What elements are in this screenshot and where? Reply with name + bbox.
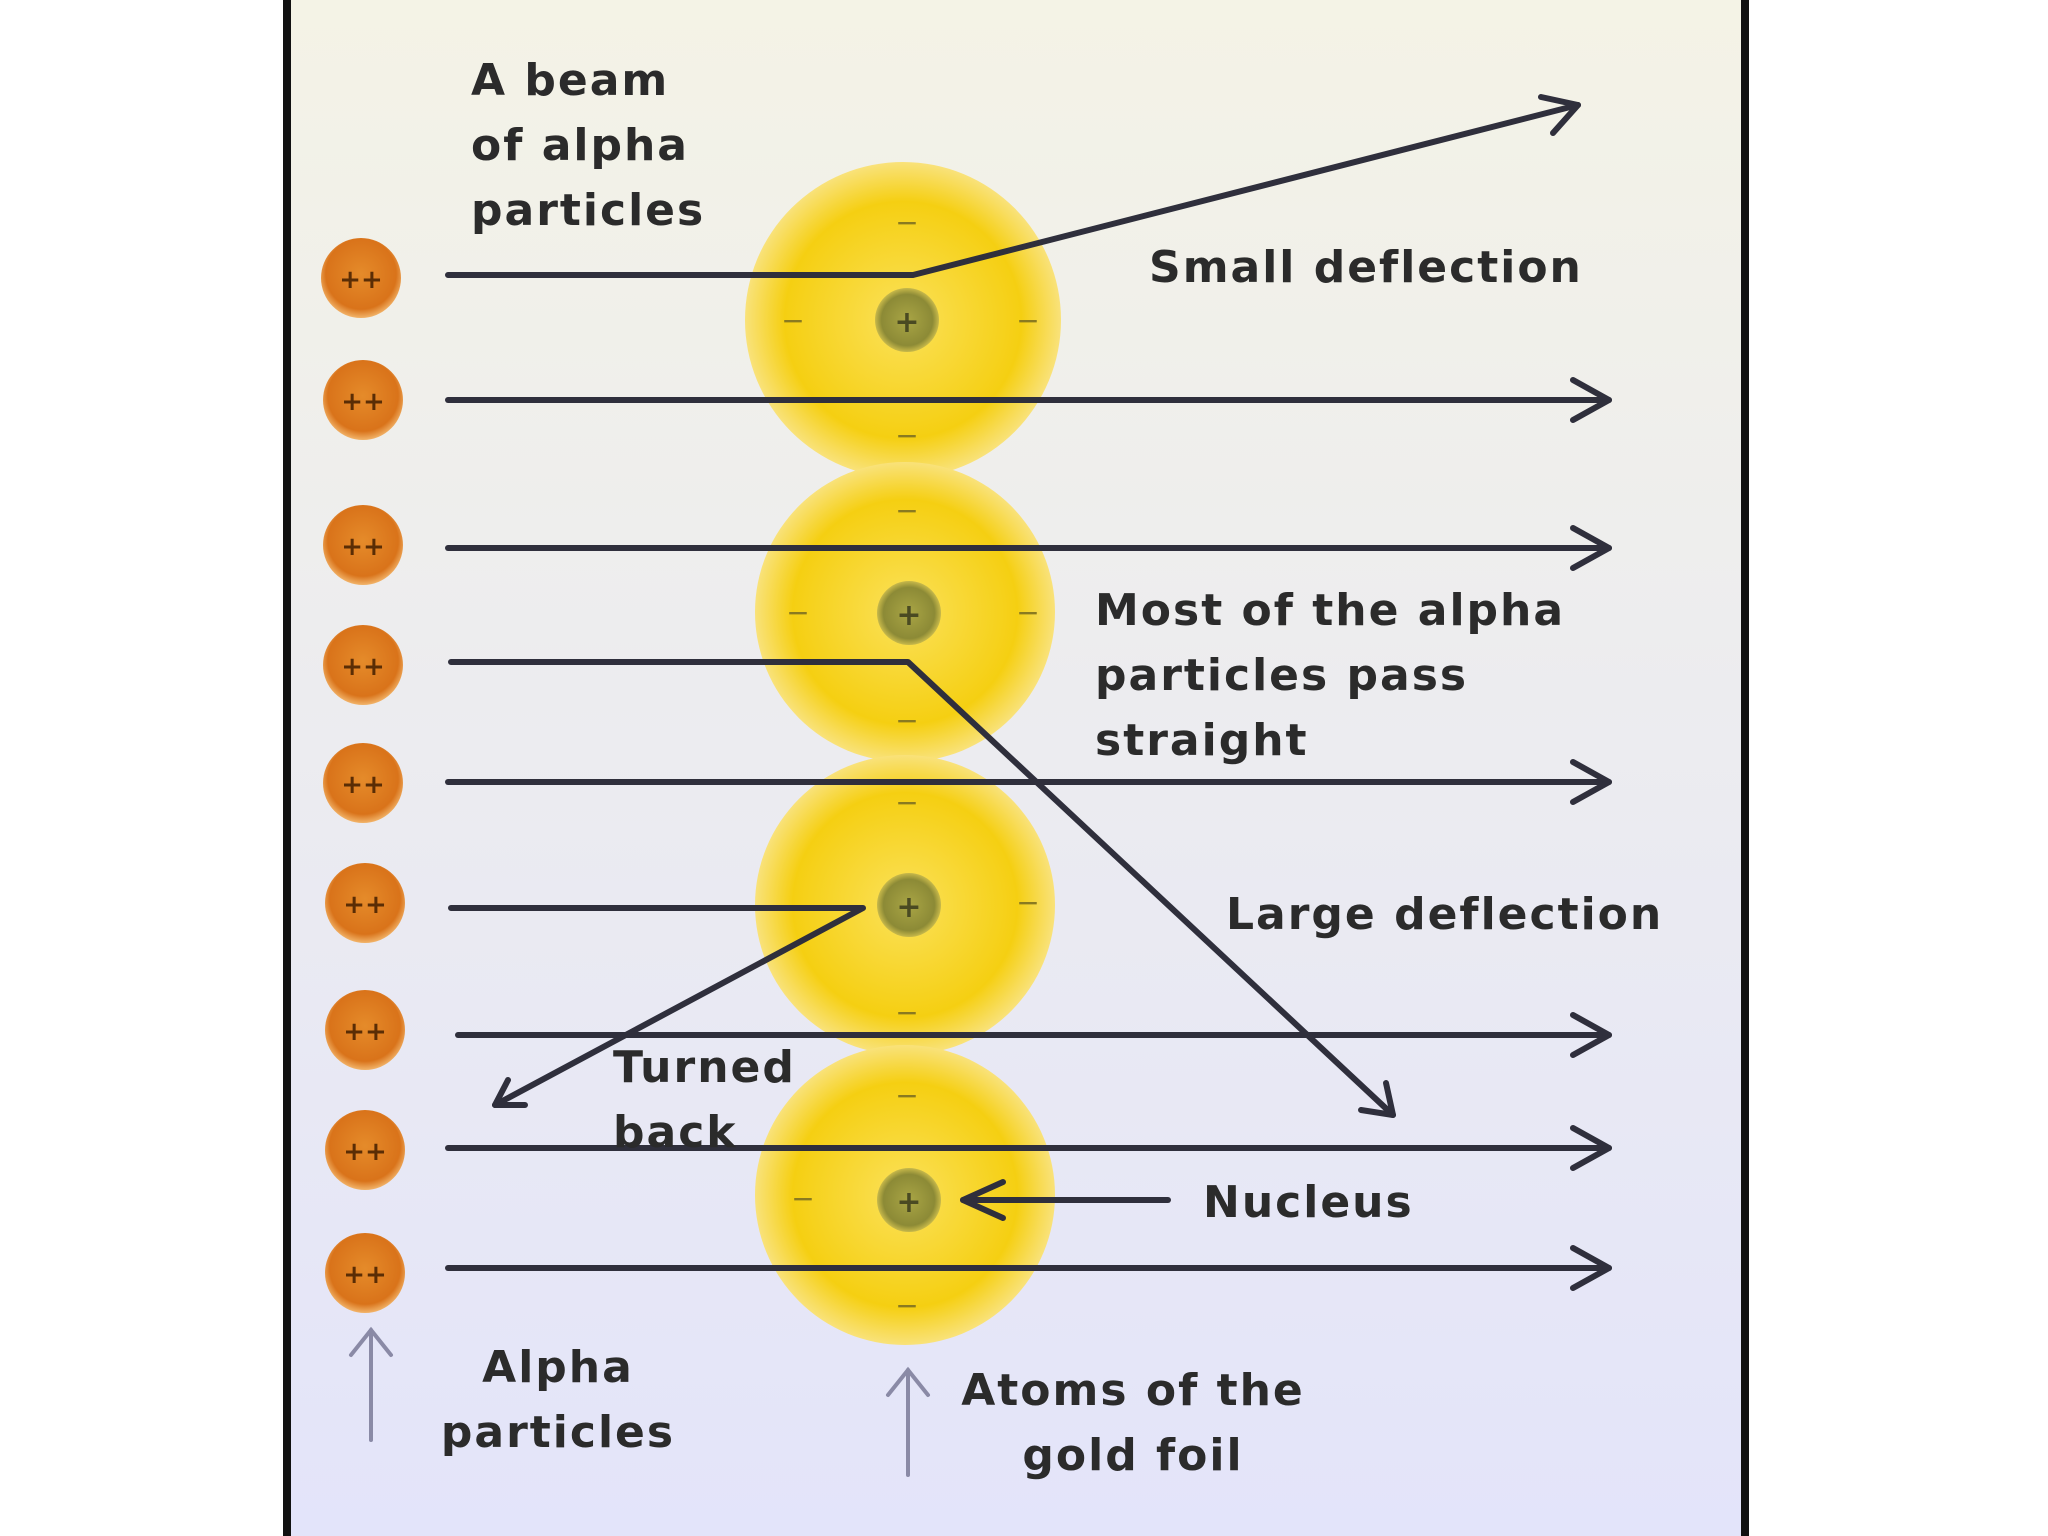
- arrowhead: [1358, 1080, 1396, 1118]
- electron-sign: −: [791, 1182, 814, 1215]
- electron-sign: −: [895, 704, 918, 737]
- nucleus-1: [875, 288, 939, 352]
- arrowhead: [1570, 1245, 1612, 1291]
- label-alpha-particles: Alpha particles: [440, 1342, 676, 1458]
- electron-sign: −: [1016, 596, 1039, 629]
- electron-sign: −: [1016, 304, 1039, 337]
- electron-sign: −: [895, 494, 918, 527]
- frame-left-border: [283, 0, 291, 1536]
- arrowhead: [886, 1366, 930, 1397]
- nucleus-charge: +: [896, 598, 921, 633]
- alpha-particle: ++: [325, 863, 405, 943]
- alpha-charge: ++: [343, 1017, 387, 1047]
- alpha-particle: ++: [323, 360, 403, 440]
- alpha-particle: ++: [321, 238, 401, 318]
- arrowhead: [1538, 94, 1581, 136]
- label-large-deflection: Large deflection: [1226, 889, 1664, 940]
- alpha-charge: ++: [343, 1137, 387, 1167]
- trajectory-large-deflection: [448, 659, 1396, 1118]
- nucleus-charge: +: [896, 890, 921, 925]
- gold-atom-2: + − − − −: [755, 462, 1055, 762]
- electron-sign: −: [1016, 886, 1039, 919]
- alpha-charge: ++: [339, 265, 383, 295]
- nucleus-3: [877, 873, 941, 937]
- alpha-particle-column: ++ ++ ++ ++ ++: [321, 238, 405, 1313]
- rutherford-scattering-diagram: + − − − − + − − − − + − − −: [283, 0, 1749, 1536]
- label-nucleus: Nucleus: [1203, 1177, 1414, 1228]
- label-beam: A beam of alpha particles: [471, 55, 706, 236]
- arrowhead: [1570, 377, 1612, 423]
- arrowhead: [492, 1077, 528, 1108]
- trajectory-turned-back: [448, 905, 866, 1108]
- alpha-particle: ++: [325, 1110, 405, 1190]
- frame-right-border: [1741, 0, 1749, 1536]
- trajectory-small-deflection: [445, 102, 1581, 278]
- electron-sign: −: [781, 304, 804, 337]
- electron-sign: −: [786, 596, 809, 629]
- gold-atom-3: + − − −: [755, 755, 1055, 1055]
- alpha-charge: ++: [341, 652, 385, 682]
- gold-atom-4: + − − −: [755, 1045, 1055, 1345]
- alpha-charge: ++: [343, 1260, 387, 1290]
- arrowhead: [1570, 1012, 1612, 1058]
- label-turned-back: Turned back: [613, 1042, 796, 1158]
- alpha-particle: ++: [323, 743, 403, 823]
- electron-sign: −: [895, 786, 918, 819]
- electron-sign: −: [895, 1079, 918, 1112]
- arrowhead: [1570, 525, 1612, 571]
- alpha-charge: ++: [341, 532, 385, 562]
- nucleus-charge: +: [896, 1185, 921, 1220]
- nucleus-charge: +: [894, 305, 919, 340]
- electron-sign: −: [895, 206, 918, 239]
- alpha-charge: ++: [343, 890, 387, 920]
- label-most-pass-straight: Most of the alpha particles pass straigh…: [1095, 585, 1566, 766]
- label-small-deflection: Small deflection: [1149, 242, 1583, 293]
- alpha-particle: ++: [325, 990, 405, 1070]
- alpha-charge: ++: [341, 387, 385, 417]
- alpha-particle: ++: [323, 505, 403, 585]
- alpha-charge: ++: [341, 770, 385, 800]
- arrowhead: [1570, 759, 1612, 805]
- trajectories: [445, 94, 1612, 1291]
- diagram-canvas: + − − − − + − − − − + − − −: [283, 0, 1749, 1536]
- electron-sign: −: [895, 996, 918, 1029]
- electron-sign: −: [895, 419, 918, 452]
- arrowhead: [349, 1326, 393, 1357]
- nucleus-2: [877, 581, 941, 645]
- nucleus-4: [877, 1168, 941, 1232]
- arrowhead: [960, 1179, 1006, 1221]
- gold-atom-1: + − − − −: [745, 162, 1061, 478]
- electron-sign: −: [895, 1289, 918, 1322]
- label-atoms-gold-foil: Atoms of the gold foil: [961, 1365, 1305, 1481]
- arrowhead: [1570, 1125, 1612, 1171]
- alpha-particle: ++: [323, 625, 403, 705]
- alpha-particle: ++: [325, 1233, 405, 1313]
- pointer-arrows: [349, 1326, 930, 1477]
